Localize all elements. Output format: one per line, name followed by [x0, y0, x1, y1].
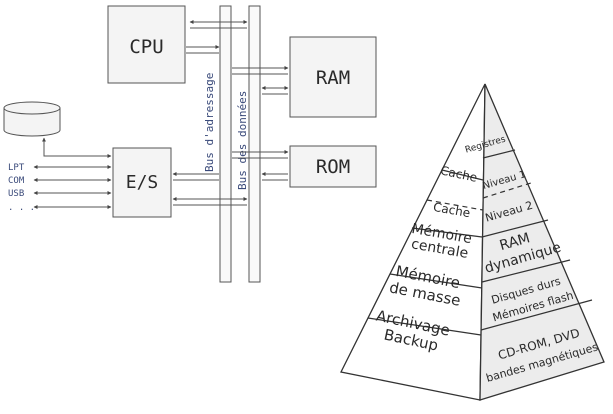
level-cache-2-label: Cache	[432, 200, 471, 220]
address-bus	[219, 5, 232, 283]
io-label: E/S	[126, 172, 159, 193]
io-ports: LPT COM USB . . .	[8, 163, 112, 213]
architecture-diagram: Bus d'adressage Bus des données CPU RAM …	[3, 5, 377, 283]
data-bus	[248, 5, 261, 283]
pyramid-right-face	[479, 83, 605, 401]
pyramid-right-dividers	[480, 149, 593, 331]
cpu-label: CPU	[129, 36, 163, 58]
memory-hierarchy-pyramid: Cache Cache Mémoire centrale Mémoire de …	[340, 83, 605, 401]
ram-label: RAM	[316, 67, 350, 89]
pyramid-left-dividers	[367, 169, 484, 336]
port-lpt-label: LPT	[8, 163, 25, 173]
rom-box: ROM	[289, 145, 377, 188]
cpu-box: CPU	[107, 5, 186, 84]
address-bus-label: Bus d'adressage	[203, 73, 216, 172]
port-other-label: . . .	[8, 203, 35, 213]
disk-icon	[3, 101, 61, 137]
rom-label: ROM	[316, 156, 350, 178]
port-com-label: COM	[8, 176, 25, 186]
port-usb-label: USB	[8, 189, 24, 199]
data-bus-label: Bus des données	[236, 91, 249, 190]
disk-io-link	[42, 137, 112, 158]
ram-box: RAM	[289, 36, 377, 118]
io-box: E/S	[112, 147, 172, 218]
